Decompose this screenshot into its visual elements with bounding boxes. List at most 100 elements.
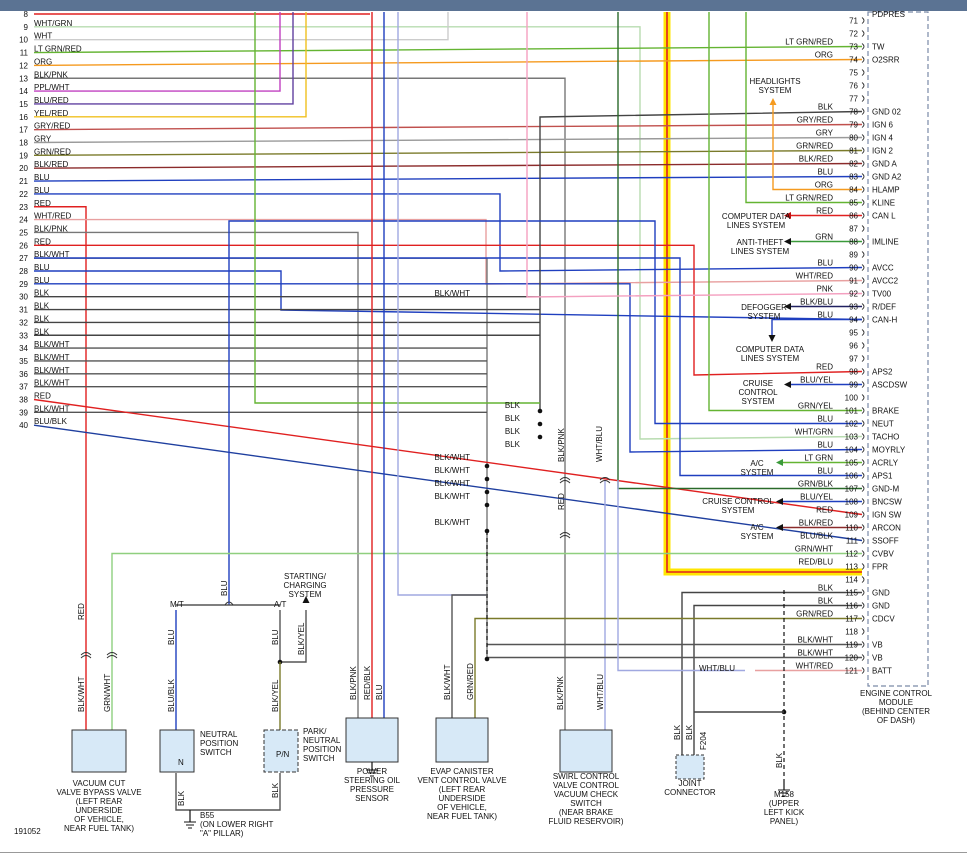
left-pin-number: 22 [19, 190, 28, 199]
component-label: (NEAR BRAKE [559, 808, 613, 817]
left-wire-label: BLU [34, 276, 50, 285]
ecm-pin-connector [861, 615, 865, 622]
ecm-pin-number: 94 [849, 316, 858, 325]
ecm-wire-label: BLU [817, 415, 833, 424]
system-label: SYSTEM [741, 468, 774, 477]
ecm-pin-number: 109 [845, 511, 859, 520]
component-label: SENSOR [355, 794, 389, 803]
system-label: CRUISE CONTROL [702, 497, 774, 506]
ecm-wire-label: BLU/YEL [800, 376, 833, 385]
left-wire-label: WHT/RED [34, 212, 72, 221]
ecm-pin-connector [861, 498, 865, 505]
ecm-pin-number: 115 [845, 589, 858, 598]
wire-78-gnd [539, 110, 863, 411]
ecm-pin-number: 76 [849, 82, 858, 91]
ecm-pin-connector [861, 212, 865, 219]
ecm-wire-label: ORG [815, 181, 833, 190]
ecm-pin-number: 88 [849, 238, 858, 247]
ecm-pin-number: 97 [849, 355, 858, 364]
ecm-wire-label: BLK [818, 584, 834, 593]
ecm-pin-connector [861, 433, 865, 440]
ecm-pin-connector [861, 420, 865, 427]
left-wire-label: WHT/GRN [34, 19, 72, 28]
ecm-wire-label: BLK [818, 103, 834, 112]
component-label: EVAP CANISTER [430, 767, 494, 776]
wire-label: BLK/WHT [434, 492, 470, 501]
left-pin-number: 24 [19, 216, 28, 225]
wire-label: BLK/WHT [434, 479, 470, 488]
ecm-pin-connector [861, 316, 865, 323]
ecm-pin-number: 98 [849, 368, 858, 377]
splice-dot [537, 434, 543, 440]
system-label: CONTROL [738, 388, 778, 397]
ecm-wire-label: GRN [815, 233, 833, 242]
wire-label: BLK [505, 414, 521, 423]
ecm-pin-number: 77 [849, 95, 858, 104]
system-label: CRUISE [743, 379, 773, 388]
component-label: VALVE CONTROL [553, 781, 619, 790]
ecm-pin-number: 87 [849, 225, 858, 234]
wire-20 [33, 162, 863, 169]
ecm-pin-connector [861, 381, 865, 388]
component-label: FLUID RESERVOIR) [549, 817, 624, 826]
left-pin-number: 20 [19, 164, 28, 173]
ecm-pin-number: 107 [845, 485, 859, 494]
system-label: ANTI-THEFT [737, 238, 784, 247]
ecm-pin-label: GND [872, 602, 890, 611]
ecm-pin-number: 114 [845, 576, 858, 585]
component-label: VALVE BYPASS VALVE [56, 788, 141, 797]
wire-10 [34, 12, 449, 41]
wire-label: GRN/WHT [103, 674, 112, 712]
ecm-wire-label: WHT/RED [796, 662, 834, 671]
wire-29 [34, 283, 863, 453]
wire-115-gnd [681, 591, 862, 755]
ecm-pin-number: 118 [845, 628, 858, 637]
ecm-pin-label: VB [872, 654, 883, 663]
left-pin-number: 23 [19, 203, 28, 212]
wire-label: WHT/BLU [596, 674, 605, 710]
ecm-pin-connector [861, 563, 865, 570]
wire-label: BLK/WHT [434, 466, 470, 475]
ecm-pin-connector [861, 95, 865, 102]
ecm-wire-label: LT GRN/RED [785, 194, 833, 203]
system-label: LINES SYSTEM [731, 247, 790, 256]
wire-label: BLK/PNK [556, 676, 565, 710]
ecm-pin-label: TW [872, 43, 885, 52]
splice-dot [537, 421, 543, 427]
component-label: JOINT [678, 779, 701, 788]
ecm-wire-label: BLU [817, 467, 833, 476]
ecm-pin-label: ASCDSW [872, 381, 908, 390]
ecm-pin-connector [861, 225, 865, 232]
wire-blk-yel [279, 610, 307, 663]
ps-sensor [345, 717, 399, 763]
wire-label: BLU [220, 580, 229, 596]
component-label: (UPPER [769, 799, 799, 808]
component-label: M158 [774, 790, 795, 799]
wire-label: BLK [775, 752, 784, 768]
wire-27 [34, 257, 488, 660]
ecm-pin-number: 89 [849, 251, 858, 260]
ecm-pin-connector [861, 186, 865, 193]
ecm-pin-connector [861, 264, 865, 271]
ecm-title: MODULE [879, 698, 913, 707]
left-wire-label: BLK/PNK [34, 224, 68, 233]
ecm-pin-number: 112 [845, 550, 858, 559]
system-label: SYSTEM [722, 506, 755, 515]
ecm-pin-number: 79 [849, 121, 858, 130]
wire-84-hlamp [772, 100, 862, 191]
ecm-pin-label: MOYRLY [872, 446, 906, 455]
ecm-wire-label: LT GRN/RED [785, 38, 833, 47]
wire-16 [34, 12, 307, 118]
ecm-pin-connector [861, 43, 865, 50]
left-pin-number: 32 [19, 318, 28, 327]
ecm-pin-connector [861, 303, 865, 310]
left-wire-label: GRY/RED [34, 122, 71, 131]
ground-b55 [184, 821, 196, 829]
left-pin-number: 18 [19, 139, 28, 148]
arrow-cruise [784, 381, 791, 388]
wire-label: BLK/WHT [434, 453, 470, 462]
system-label: SYSTEM [741, 532, 774, 541]
left-pin-number: 9 [24, 23, 29, 32]
ecm-pin-label: O2SRR [872, 56, 900, 65]
system-label: HEADLIGHTS [749, 77, 800, 86]
